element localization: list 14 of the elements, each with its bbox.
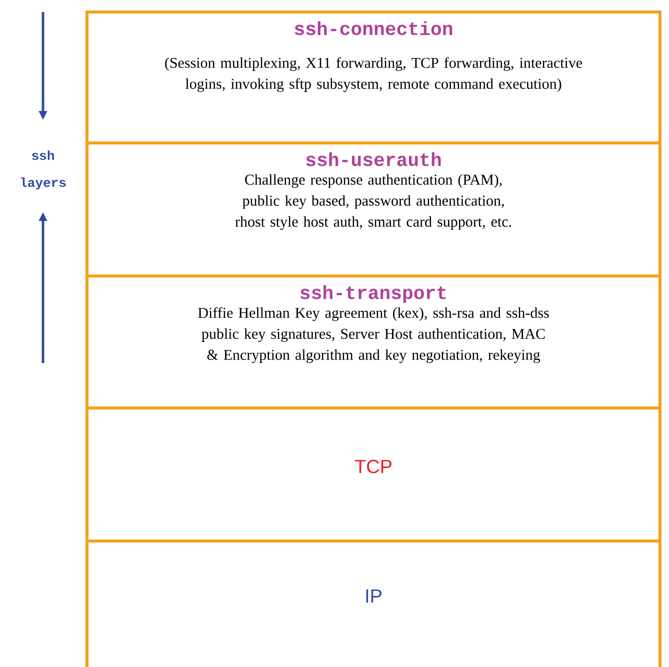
layer-box <box>86 406 662 542</box>
layer-name: IP <box>366 589 382 603</box>
layer-title: ssh-userauth <box>306 152 441 166</box>
layer-box <box>86 142 662 278</box>
side-label: ssh layers <box>21 150 66 190</box>
layer-box <box>86 540 662 667</box>
layer-description: Challenge response authentication (PAM), public key based, password authentication, rhost style host auth, smart card support, etc. <box>235 174 512 230</box>
layer-box <box>86 10 662 144</box>
layer-description: (Session multiplexing, X11 forwarding, TCP forwarding, interactive logins, invoking sftp subsystem, remote command execution) <box>165 57 582 92</box>
layer-name: TCP <box>354 460 392 474</box>
layer-title: ssh-transport <box>300 285 446 303</box>
layer-description: Diffie Hellman Key agreement (kex), ssh-rsa and ssh-dss public key signatures, Server Host authentication, MAC & Encryption algorithm and key negotiation, rekeying <box>198 307 549 363</box>
layer-box <box>86 274 662 410</box>
layer-title: ssh-connection <box>294 21 452 36</box>
